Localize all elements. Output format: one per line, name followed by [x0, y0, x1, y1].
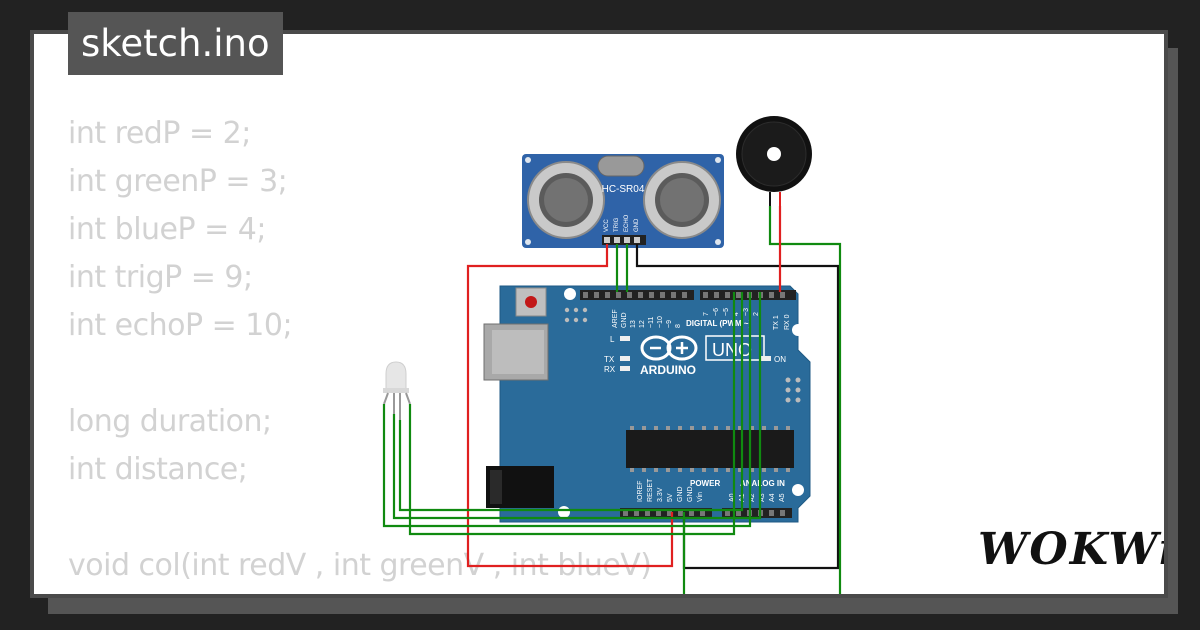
pin-label: ~10 [657, 316, 664, 328]
pin-label: A2 [749, 493, 756, 502]
power-label: POWER [690, 479, 720, 488]
pin-label: A3 [759, 493, 766, 502]
digital-label: DIGITAL (PWM ~) [686, 319, 752, 328]
transducer-left [527, 161, 605, 239]
buzzer[interactable] [736, 116, 812, 206]
pin-label: Vin [697, 492, 704, 502]
pin-label: 13 [630, 320, 637, 328]
code-line: int trigP = 9; [68, 260, 253, 295]
on-label: ON [774, 355, 786, 364]
code-line: long duration; [68, 404, 272, 439]
file-name-tab[interactable]: sketch.ino [68, 12, 283, 75]
sensor-pin-label: TRIG [614, 217, 620, 232]
wire-red[interactable] [466, 244, 674, 568]
wires [382, 206, 842, 594]
pin-label: 4 [733, 312, 740, 316]
pin-label: 8 [675, 324, 682, 328]
pin-label: RX 0 [784, 314, 791, 330]
rgb-led[interactable] [383, 361, 411, 420]
power-header [620, 508, 712, 518]
code-line: int blueP = 4; [68, 212, 266, 247]
code-line: int greenP = 3; [68, 164, 288, 199]
pin-label: RESET [647, 478, 654, 502]
pin-label: A5 [779, 493, 786, 502]
transducer-right [643, 161, 721, 239]
code-line: int redP = 2; [68, 116, 251, 151]
wire-green[interactable] [382, 292, 752, 528]
analog-label: ANALOG IN [740, 479, 785, 488]
led-label: L [610, 335, 615, 344]
code-preview: int redP = 2; int greenP = 3; int blueP = … [68, 110, 652, 594]
code-line: int distance; [68, 452, 248, 487]
wire-green[interactable] [408, 292, 736, 536]
sensor-pin-label: GND [634, 218, 640, 232]
model-label: UNO [712, 340, 752, 360]
pin-label: GND [687, 486, 694, 502]
pin-label: A0 [729, 493, 736, 502]
pin-label: GND [677, 486, 684, 502]
analog-header [722, 508, 792, 518]
pin-label: ~9 [666, 320, 673, 328]
pin-label: 7 [703, 312, 710, 316]
wire-green[interactable] [398, 292, 744, 512]
led-label: TX [604, 355, 615, 364]
pin-label: AREF [612, 309, 619, 328]
pin-label: 2 [753, 312, 760, 316]
wire-green[interactable] [392, 292, 762, 520]
circuit-diagram: HC-SR04 VCC TRIG ECHO GND [382, 116, 842, 594]
wire-green[interactable] [768, 206, 842, 594]
pin-label: TX 1 [773, 315, 780, 330]
pin-label: GND [621, 312, 628, 328]
arduino-logo-icon [640, 335, 698, 361]
pin-label: A4 [769, 493, 776, 502]
pin-label: ~11 [648, 317, 655, 328]
pin-label: 5V [667, 493, 674, 502]
sensor-pin-label: VCC [604, 219, 610, 232]
reset-button-cap [525, 296, 537, 308]
project-card: int redP = 2; int greenP = 3; int blueP = … [30, 30, 1168, 598]
wokwi-logo: WOKWi [978, 524, 1164, 575]
pin-label: 12 [639, 320, 646, 328]
sensor-label: HC-SR04 [602, 184, 645, 195]
pin-label: ~5 [723, 308, 730, 316]
microcontroller-chip [626, 430, 794, 468]
pin-label: ~6 [713, 308, 720, 316]
sensor-pin-label: ECHO [624, 214, 630, 232]
led-label: RX [604, 365, 616, 374]
pin-label: ~3 [743, 308, 750, 316]
pin-label: 3.3V [657, 487, 664, 502]
arduino-text: ARDUINO [640, 363, 696, 377]
pin-label: IOREF [637, 481, 644, 502]
digital-header-left [580, 290, 694, 300]
code-line: int echoP = 10; [68, 308, 293, 343]
ultrasonic-sensor[interactable]: HC-SR04 VCC TRIG ECHO GND [522, 154, 724, 248]
